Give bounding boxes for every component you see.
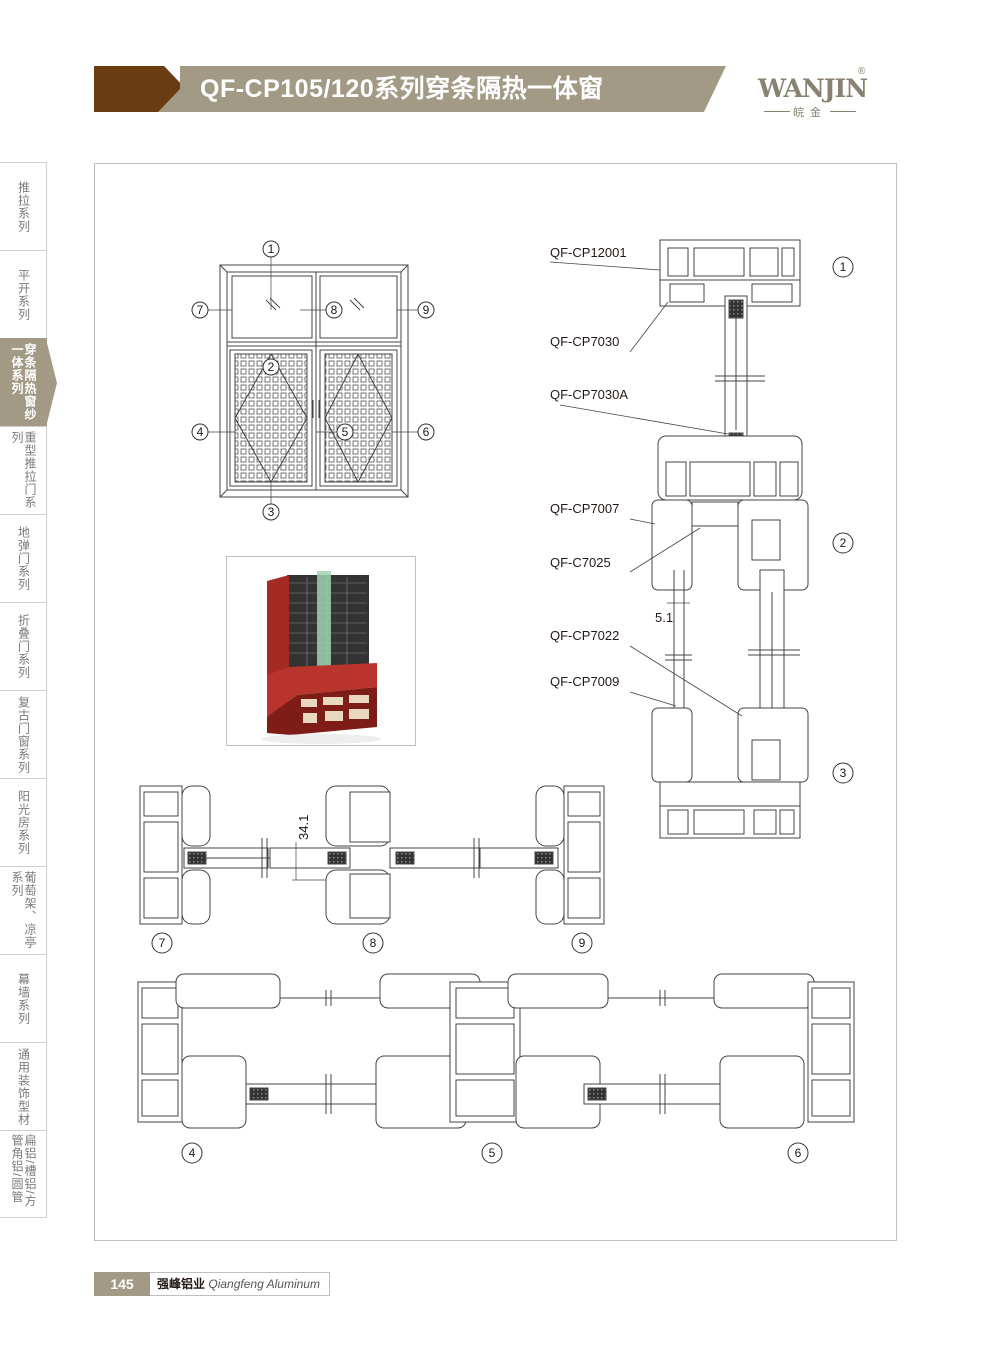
svg-text:2: 2 <box>268 360 275 374</box>
svg-text:8: 8 <box>370 936 377 950</box>
nav-label: 复古门窗系列 <box>16 695 31 774</box>
marker-4: 4 <box>191 423 209 441</box>
section-marker-4: 4 <box>181 1142 203 1164</box>
marker-3: 3 <box>262 503 280 521</box>
section-marker-9: 9 <box>571 932 593 954</box>
logo-chinese: 皖金 <box>758 104 862 120</box>
nav-item-pergola[interactable]: 葡萄架、凉亭系列 <box>0 866 47 954</box>
nav-item-sliding[interactable]: 推拉系列 <box>0 162 47 250</box>
section-marker-3: 3 <box>832 762 854 784</box>
lower-markers: 4 5 6 <box>181 1142 809 1164</box>
label-cp12001: QF-CP12001 <box>550 245 627 260</box>
nav-label: 阳光房系列 <box>16 790 31 855</box>
marker-1: 1 <box>262 240 280 258</box>
svg-text:1: 1 <box>268 242 275 256</box>
section-marker-5: 5 <box>481 1142 503 1164</box>
elevation-markers: 1 2 3 4 5 6 7 8 9 <box>191 240 435 521</box>
nav-label: 通用装饰型材 <box>16 1047 31 1126</box>
label-cp7009: QF-CP7009 <box>550 674 619 689</box>
product-photo <box>226 556 416 746</box>
nav-item-curtain-wall[interactable]: 幕墙系列 <box>0 954 47 1042</box>
nav-item-sunroom[interactable]: 阳光房系列 <box>0 778 47 866</box>
logo-registered-mark: ® <box>858 66 866 77</box>
nav-label: 穿条隔热窗纱一体系列 <box>10 342 37 421</box>
nav-label: 地弹门系列 <box>16 526 31 591</box>
nav-label: 推拉系列 <box>16 180 31 233</box>
svg-text:8: 8 <box>331 303 338 317</box>
svg-text:4: 4 <box>197 425 204 439</box>
logo-wordmark: WANJIN <box>758 74 868 103</box>
svg-text:5: 5 <box>489 1146 496 1160</box>
page-number: 145 <box>94 1272 150 1296</box>
section-marker-8: 8 <box>362 932 384 954</box>
svg-text:9: 9 <box>423 303 430 317</box>
dimension-34-1: 34.1 <box>296 815 311 840</box>
nav-label: 幕墙系列 <box>16 972 31 1025</box>
dimension-5-1: 5.1 <box>655 610 673 625</box>
wanjin-logo: WANJIN ® 皖金 <box>758 66 868 122</box>
section-labels: QF-CP12001 QF-CP7030 QF-CP7030A QF-CP700… <box>550 245 673 689</box>
nav-label: 平开系列 <box>16 268 31 321</box>
company-en: Qiangfeng Aluminum <box>208 1277 320 1291</box>
side-navigation: 推拉系列 平开系列 穿条隔热窗纱一体系列 重型推拉门系列 地弹门系列 折叠门系列… <box>0 162 57 1218</box>
svg-text:3: 3 <box>840 766 847 780</box>
svg-text:7: 7 <box>159 936 166 950</box>
nav-label: 葡萄架、凉亭系列 <box>10 870 37 949</box>
marker-5: 5 <box>336 423 354 441</box>
svg-text:5: 5 <box>342 425 349 439</box>
label-c7025: QF-C7025 <box>550 555 611 570</box>
section-marker-7: 7 <box>151 932 173 954</box>
label-cp7007: QF-CP7007 <box>550 501 619 516</box>
section-marker-1: 1 <box>832 256 854 278</box>
footer: 145 强峰铝业 Qiangfeng Aluminum <box>94 1272 330 1296</box>
window-elevation <box>208 257 418 504</box>
svg-text:9: 9 <box>579 936 586 950</box>
svg-text:6: 6 <box>795 1146 802 1160</box>
section-leaders <box>549 261 743 717</box>
corner-profile-render <box>261 571 381 744</box>
marker-8: 8 <box>325 301 343 319</box>
label-cp7030: QF-CP7030 <box>550 334 619 349</box>
upper-markers: 7 8 9 <box>151 932 593 954</box>
marker-2: 2 <box>262 358 280 376</box>
nav-item-flat-bar[interactable]: 扁铝/槽铝/方管角铝/圆管 <box>0 1130 47 1218</box>
nav-item-retro[interactable]: 复古门窗系列 <box>0 690 47 778</box>
vertical-section <box>651 239 809 839</box>
label-cp7022: QF-CP7022 <box>550 628 619 643</box>
nav-item-thermal-screen[interactable]: 穿条隔热窗纱一体系列 <box>0 338 57 427</box>
svg-text:1: 1 <box>840 260 847 274</box>
marker-9: 9 <box>417 301 435 319</box>
marker-6: 6 <box>417 423 435 441</box>
section-markers: 1 2 3 <box>832 256 854 784</box>
svg-text:3: 3 <box>268 505 275 519</box>
nav-item-casement[interactable]: 平开系列 <box>0 250 47 338</box>
marker-7: 7 <box>191 301 209 319</box>
section-marker-6: 6 <box>787 1142 809 1164</box>
company-cn: 强峰铝业 <box>157 1277 206 1291</box>
header-title-band <box>158 66 726 112</box>
horizontal-section-upper <box>139 785 605 925</box>
svg-text:7: 7 <box>197 303 204 317</box>
svg-text:2: 2 <box>840 536 847 550</box>
label-cp7030a: QF-CP7030A <box>550 387 628 402</box>
svg-text:6: 6 <box>423 425 430 439</box>
nav-item-floor-spring-door[interactable]: 地弹门系列 <box>0 514 47 602</box>
content-frame <box>94 163 897 1241</box>
svg-text:4: 4 <box>189 1146 196 1160</box>
nav-label: 重型推拉门系列 <box>10 430 37 509</box>
nav-item-heavy-sliding-door[interactable]: 重型推拉门系列 <box>0 426 47 514</box>
horizontal-section-lower <box>137 973 855 1129</box>
nav-label: 折叠门系列 <box>16 614 31 679</box>
nav-label: 扁铝/槽铝/方管角铝/圆管 <box>10 1134 37 1208</box>
page-title: QF-CP105/120系列穿条隔热一体窗 <box>200 75 604 103</box>
section-marker-2: 2 <box>832 532 854 554</box>
company-name: 强峰铝业 Qiangfeng Aluminum <box>157 1273 320 1295</box>
nav-item-decorative[interactable]: 通用装饰型材 <box>0 1042 47 1130</box>
nav-item-folding-door[interactable]: 折叠门系列 <box>0 602 47 690</box>
